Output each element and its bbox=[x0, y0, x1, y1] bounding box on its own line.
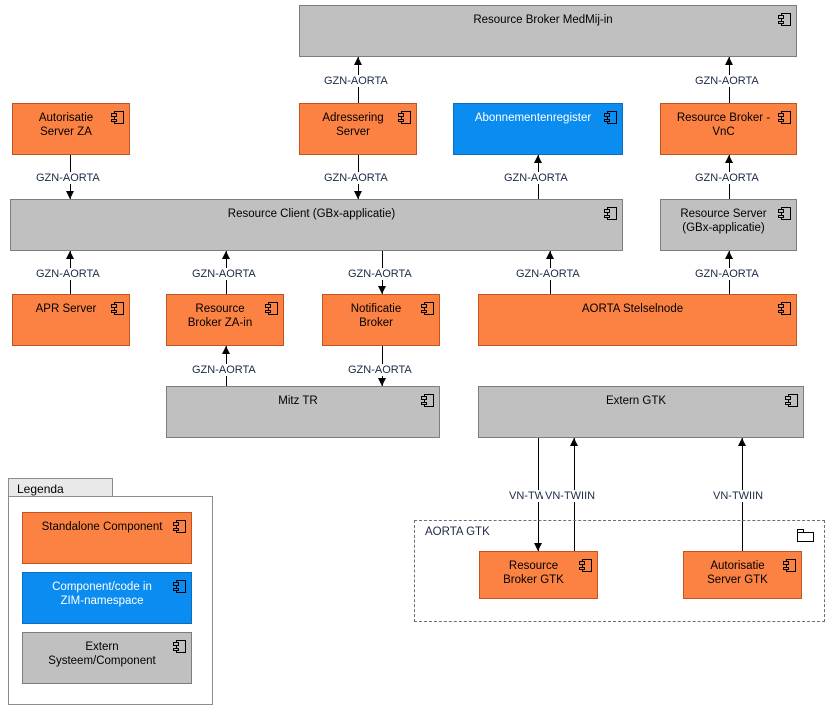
connector-label-e8: GZN-AORTA bbox=[190, 268, 258, 280]
legend-title-tab: Legenda bbox=[8, 478, 113, 497]
connector-label-e16: VN-TWIIN bbox=[711, 490, 766, 502]
package-aorta-gtk[interactable]: AORTA GTK bbox=[414, 520, 825, 622]
component-label: Autorisatie Server ZA bbox=[38, 112, 94, 138]
connector-label-e6: GZN-AORTA bbox=[693, 172, 761, 184]
component-aorta-stelsel[interactable]: AORTA Stelselnode bbox=[478, 294, 797, 346]
component-rb-za-in[interactable]: Resource Broker ZA-in bbox=[166, 294, 284, 346]
uml-component-icon bbox=[778, 207, 791, 220]
connector-label-e10: GZN-AORTA bbox=[514, 268, 582, 280]
arrowhead-up-e2 bbox=[725, 57, 733, 65]
connector-label-e12: GZN-AORTA bbox=[190, 364, 258, 376]
package-label: AORTA GTK bbox=[425, 526, 490, 538]
arrowhead-up-e8 bbox=[222, 251, 230, 259]
connector-label-e3: GZN-AORTA bbox=[34, 172, 102, 184]
uml-component-icon bbox=[421, 394, 434, 407]
connector-label-e1: GZN-AORTA bbox=[322, 75, 390, 87]
component-autorisatie-za[interactable]: Autorisatie Server ZA bbox=[12, 103, 130, 155]
uml-component-icon bbox=[173, 520, 186, 533]
component-resource-client[interactable]: Resource Client (GBx-applicatie) bbox=[10, 199, 623, 251]
uml-component-icon bbox=[173, 580, 186, 593]
legend-item-label: Component/code in ZIM-namespace bbox=[52, 581, 152, 607]
uml-component-icon bbox=[111, 111, 124, 124]
component-label: Extern GTK bbox=[605, 395, 667, 407]
uml-component-icon bbox=[783, 559, 796, 572]
component-label: Resource Server (GBx-applicatie) bbox=[680, 208, 767, 234]
component-mitz-tr[interactable]: Mitz TR bbox=[166, 386, 440, 438]
arrowhead-up-e10 bbox=[546, 251, 554, 259]
component-rb-medmij-in[interactable]: Resource Broker MedMij-in bbox=[299, 5, 797, 57]
folder-icon bbox=[797, 529, 814, 542]
component-label: Resource Broker ZA-in bbox=[187, 303, 253, 329]
connector-label-e5: GZN-AORTA bbox=[502, 172, 570, 184]
connector-label-e13: GZN-AORTA bbox=[346, 364, 414, 376]
uml-component-icon bbox=[778, 111, 791, 124]
arrowhead-up-e6 bbox=[725, 155, 733, 163]
component-extern-gtk[interactable]: Extern GTK bbox=[478, 386, 804, 438]
connector-label-e9: GZN-AORTA bbox=[346, 268, 414, 280]
arrowhead-up-e12 bbox=[222, 346, 230, 354]
uml-component-icon bbox=[778, 13, 791, 26]
uml-component-icon bbox=[778, 302, 791, 315]
arrowhead-up-e7 bbox=[66, 251, 74, 259]
component-label: AORTA Stelselnode bbox=[581, 303, 684, 315]
arrowhead-down-e9 bbox=[378, 286, 386, 294]
component-rb-vnc[interactable]: Resource Broker - VnC bbox=[660, 103, 797, 155]
component-label: Adressering Server bbox=[322, 112, 384, 138]
component-label: Resource Broker GTK bbox=[503, 560, 564, 586]
arrowhead-down-e4 bbox=[354, 191, 362, 199]
uml-component-icon bbox=[785, 394, 798, 407]
component-as-gtk[interactable]: Autorisatie Server GTK bbox=[683, 551, 802, 599]
component-label: Abonnementenregister bbox=[474, 112, 592, 124]
connector-label-e7: GZN-AORTA bbox=[34, 268, 102, 280]
uml-component-icon bbox=[111, 302, 124, 315]
connector-label-e15: VN-TWIIN bbox=[543, 490, 598, 502]
component-label: Autorisatie Server GTK bbox=[707, 560, 768, 586]
legend-item-legend-extern: Extern Systeem/Component bbox=[22, 632, 192, 684]
component-notificatie[interactable]: Notificatie Broker bbox=[322, 294, 440, 346]
legend-item-legend-standalone: Standalone Component bbox=[22, 512, 192, 564]
component-label: Resource Broker - VnC bbox=[676, 112, 771, 138]
legend-item-label: Extern Systeem/Component bbox=[48, 641, 156, 667]
arrowhead-up-e15 bbox=[570, 438, 578, 446]
uml-component-icon bbox=[604, 207, 617, 220]
arrowhead-up-e11 bbox=[725, 251, 733, 259]
legend-item-legend-zim: Component/code in ZIM-namespace bbox=[22, 572, 192, 624]
component-abonnementen[interactable]: Abonnementenregister bbox=[453, 103, 623, 155]
uml-component-icon bbox=[173, 640, 186, 653]
uml-component-icon bbox=[604, 111, 617, 124]
component-label: Notificatie Broker bbox=[350, 303, 402, 329]
uml-component-icon bbox=[579, 559, 592, 572]
uml-component-icon bbox=[398, 111, 411, 124]
arrowhead-down-e13 bbox=[378, 378, 386, 386]
arrowhead-down-e14 bbox=[534, 543, 542, 551]
connector-label-e2: GZN-AORTA bbox=[693, 75, 761, 87]
component-label: Resource Broker MedMij-in bbox=[473, 14, 613, 26]
connector-label-e11: GZN-AORTA bbox=[693, 268, 761, 280]
connector-label-e4: GZN-AORTA bbox=[322, 172, 390, 184]
component-rb-gtk[interactable]: Resource Broker GTK bbox=[479, 551, 598, 599]
arrowhead-up-e1 bbox=[354, 57, 362, 65]
component-label: APR Server bbox=[35, 303, 97, 315]
legend-item-label: Standalone Component bbox=[41, 521, 163, 533]
arrowhead-down-e3 bbox=[66, 191, 74, 199]
arrowhead-up-e16 bbox=[738, 438, 746, 446]
component-label: Resource Client (GBx-applicatie) bbox=[227, 208, 396, 220]
component-label: Mitz TR bbox=[278, 395, 318, 407]
arrowhead-up-e5 bbox=[534, 155, 542, 163]
uml-component-icon bbox=[421, 302, 434, 315]
component-apr-server[interactable]: APR Server bbox=[12, 294, 130, 346]
component-resource-server[interactable]: Resource Server (GBx-applicatie) bbox=[660, 199, 797, 251]
component-adressering[interactable]: Adressering Server bbox=[299, 103, 417, 155]
uml-component-icon bbox=[265, 302, 278, 315]
